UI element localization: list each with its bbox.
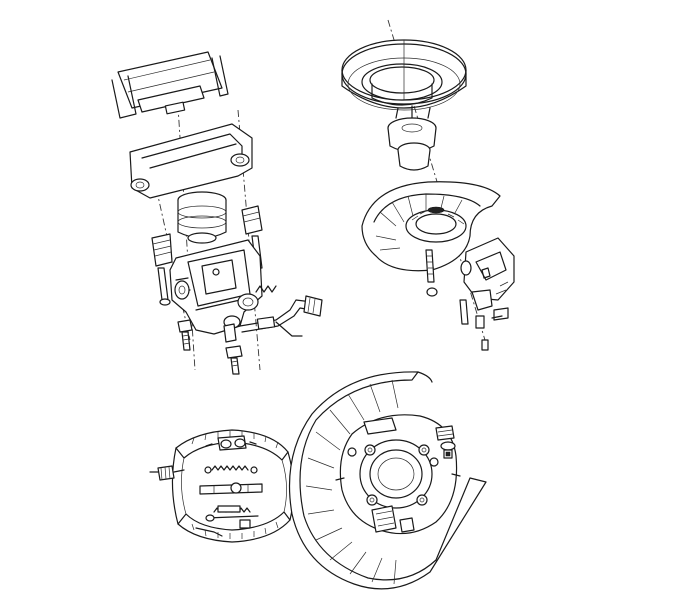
caliper-bolts bbox=[177, 319, 243, 375]
plate-fasteners bbox=[435, 425, 456, 459]
caliper-assembly bbox=[111, 51, 323, 375]
shoe-spring-upper bbox=[204, 465, 258, 474]
caliper-bracket bbox=[129, 123, 253, 199]
caliper-spring bbox=[255, 285, 277, 293]
guide-pin-boots bbox=[151, 205, 263, 267]
caliper-piston bbox=[177, 191, 227, 244]
parking-brake-shoes bbox=[149, 429, 295, 543]
caliper-body bbox=[169, 239, 263, 335]
hold-down-spring bbox=[149, 465, 185, 481]
brake-pads bbox=[111, 51, 229, 119]
adjuster-strut bbox=[199, 482, 263, 495]
backing-plate bbox=[288, 371, 487, 590]
hub-bolts bbox=[425, 249, 503, 351]
shoe-spring-lower bbox=[205, 505, 259, 522]
brake-rotor bbox=[341, 39, 467, 111]
wheel-hub bbox=[387, 105, 437, 171]
parking-actuator bbox=[460, 237, 515, 321]
brake-hose bbox=[239, 295, 323, 337]
dust-shield bbox=[361, 181, 501, 272]
rotor-hub-assembly bbox=[341, 19, 515, 351]
